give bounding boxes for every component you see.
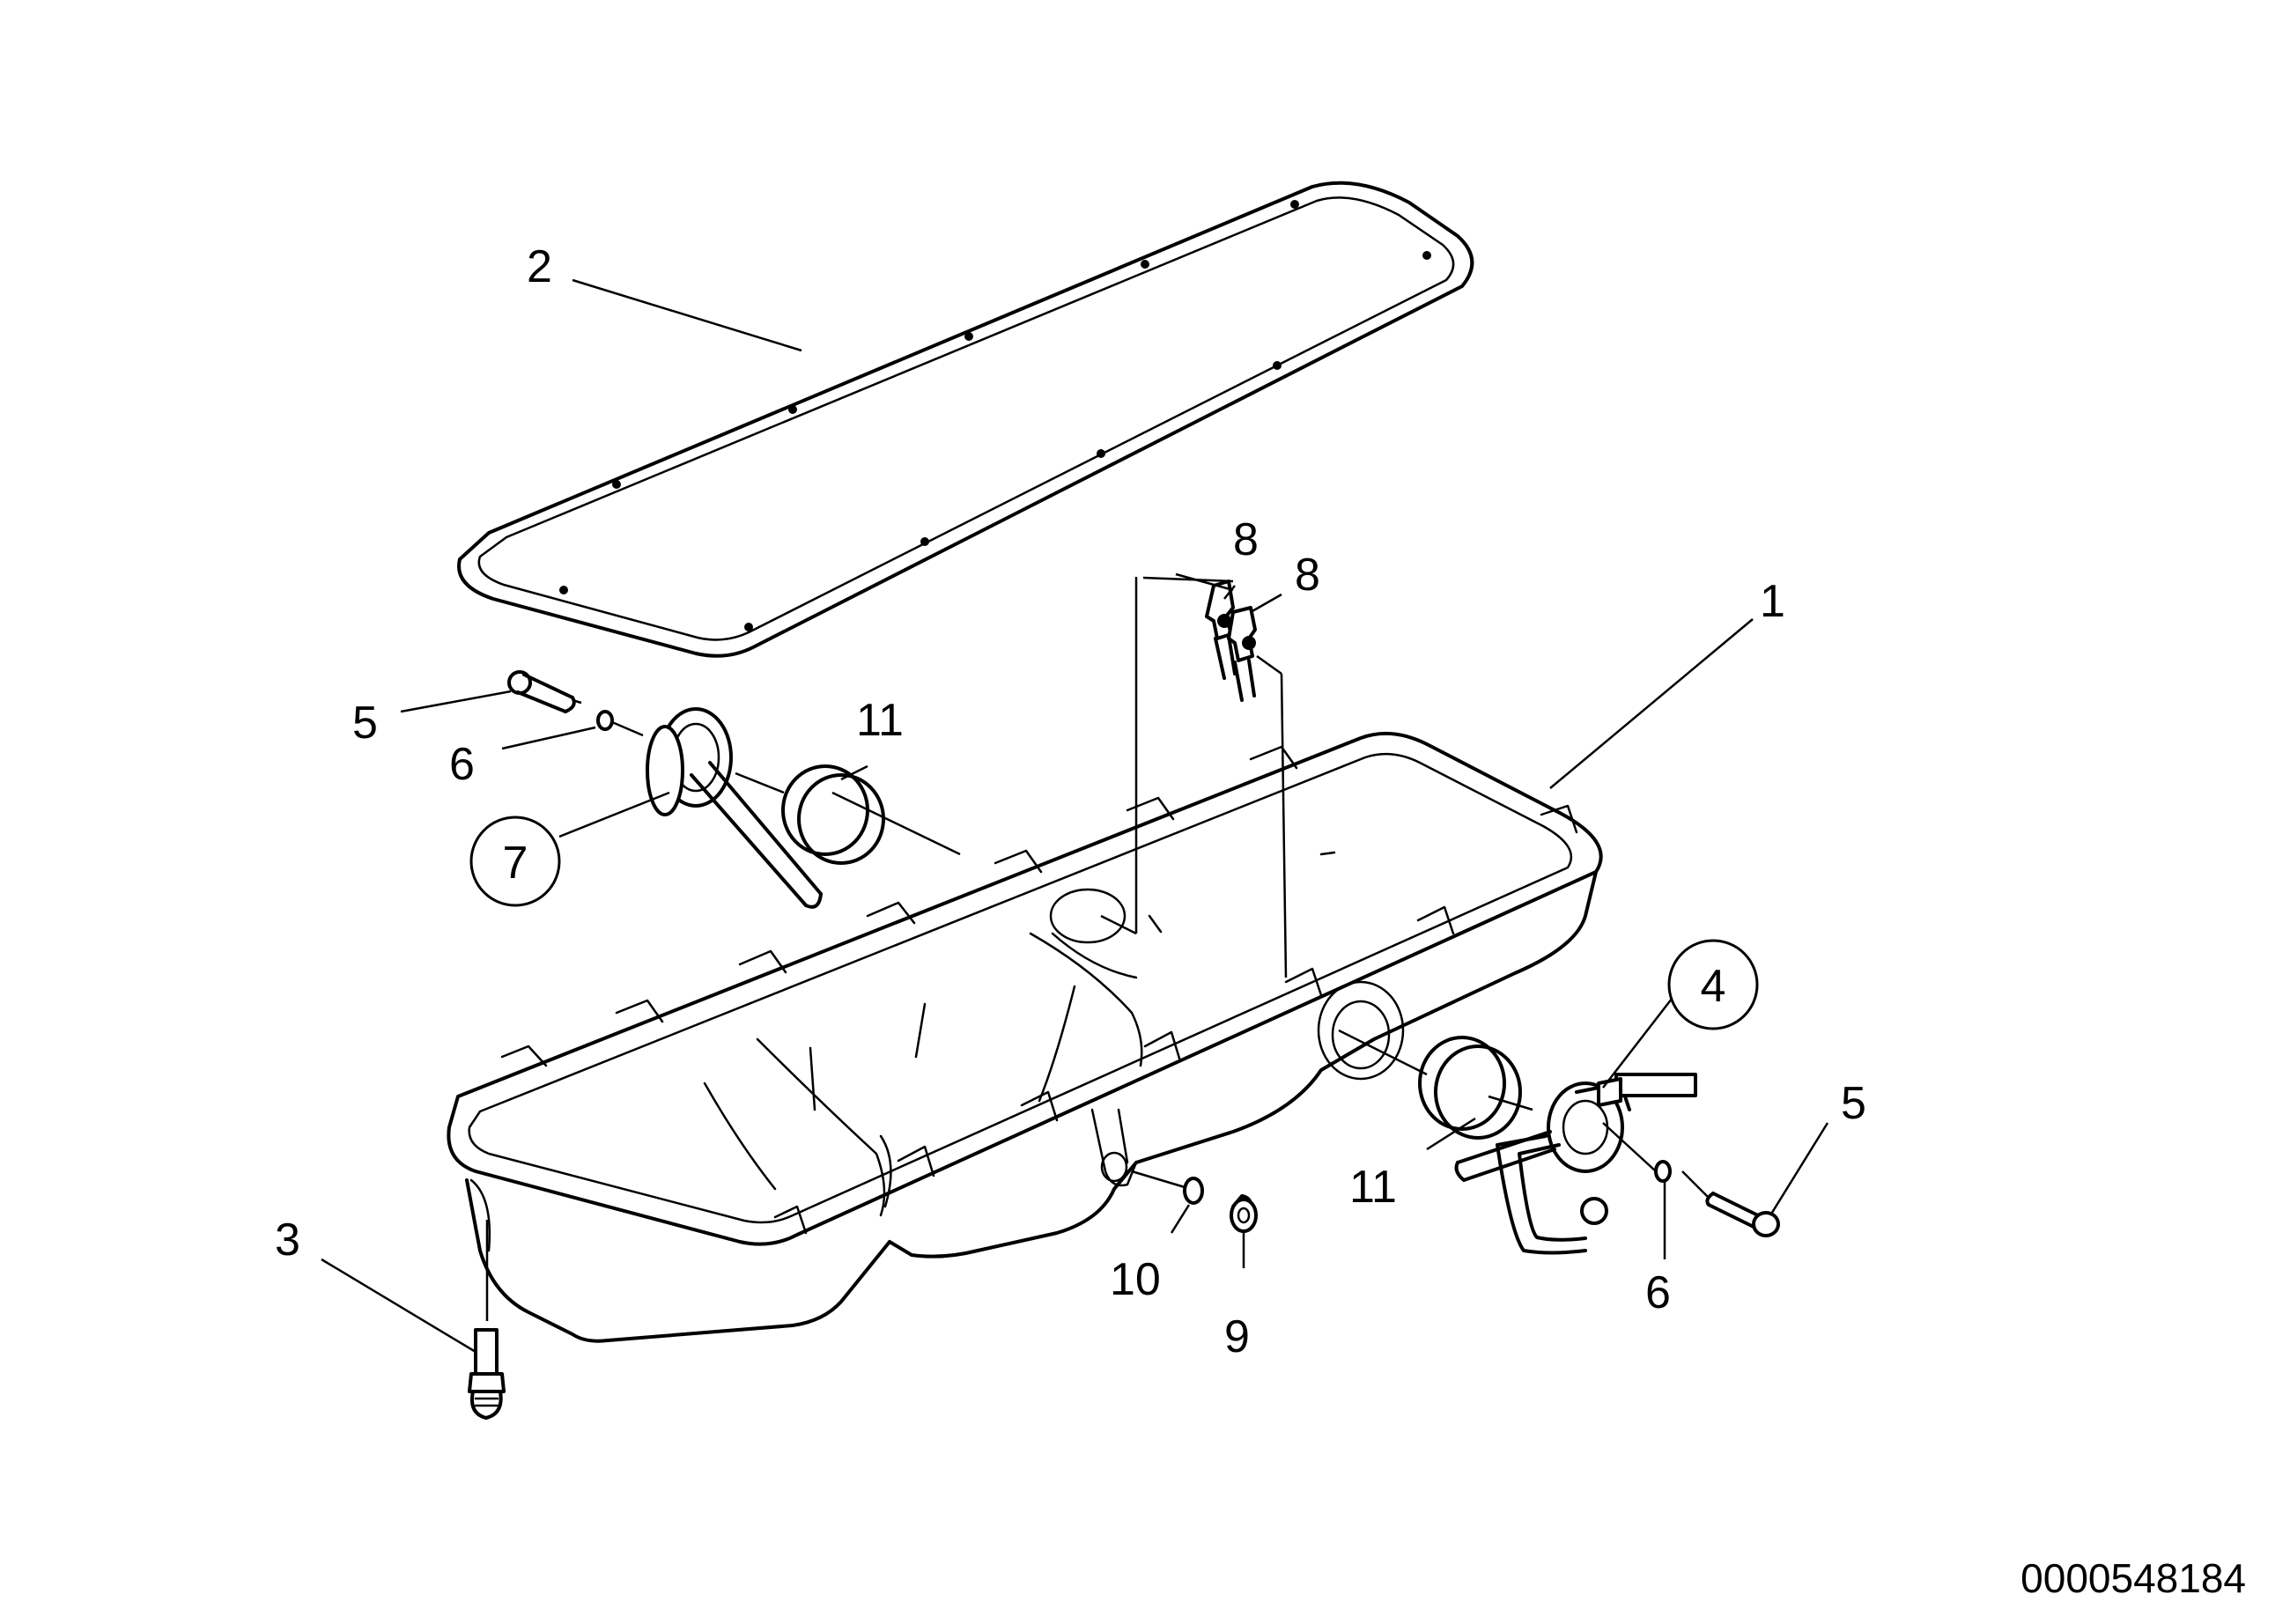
gasket-part-2 bbox=[457, 181, 1474, 658]
callout-4: 4 bbox=[1701, 961, 1726, 1012]
drain-boss-detail bbox=[1100, 1151, 1128, 1183]
washer-part-6-right bbox=[1654, 1160, 1672, 1183]
oil-pan-part-1 bbox=[447, 731, 1603, 1343]
pickup-part-7 bbox=[646, 707, 823, 909]
o-ring-part-11-right bbox=[1418, 1036, 1522, 1140]
leader-lines bbox=[321, 278, 1829, 1354]
callout-9: 9 bbox=[1224, 1311, 1250, 1362]
callout-7: 7 bbox=[503, 838, 528, 889]
callout-4-circle: 4 bbox=[1667, 939, 1759, 1030]
o-ring-part-11-left bbox=[781, 764, 885, 865]
callout-6-left: 6 bbox=[449, 739, 475, 790]
gasket-bolt-holes bbox=[559, 200, 1431, 631]
callout-11-left: 11 bbox=[856, 695, 904, 746]
callout-5-right: 5 bbox=[1841, 1078, 1866, 1129]
callout-7-circle: 7 bbox=[469, 816, 561, 907]
callout-8-right: 8 bbox=[1295, 550, 1320, 601]
bolt-part-5-left bbox=[507, 670, 576, 713]
bolt-part-5-right bbox=[1705, 1192, 1780, 1237]
filter-adapter-part-4 bbox=[1454, 1073, 1697, 1255]
diagram-reference-number: 0000548184 bbox=[2020, 1555, 2246, 1601]
washer-part-10 bbox=[1183, 1177, 1204, 1205]
sensor-part-8-right bbox=[1227, 606, 1257, 702]
washer-part-6-left bbox=[596, 710, 614, 731]
callout-11-right: 11 bbox=[1349, 1162, 1397, 1213]
plug-part-9 bbox=[1230, 1194, 1258, 1233]
callout-10: 10 bbox=[1110, 1254, 1161, 1305]
callout-6-right: 6 bbox=[1645, 1267, 1671, 1318]
callout-labels: 2 1 8 8 5 6 11 3 11 10 9 6 5 7 4 bbox=[275, 241, 1866, 1362]
callout-8-left: 8 bbox=[1233, 514, 1259, 565]
drain-plug-part-3 bbox=[468, 1328, 506, 1420]
callout-2: 2 bbox=[527, 241, 552, 292]
callout-5-left: 5 bbox=[352, 698, 378, 749]
callout-1: 1 bbox=[1760, 576, 1785, 627]
callout-3: 3 bbox=[275, 1214, 300, 1266]
